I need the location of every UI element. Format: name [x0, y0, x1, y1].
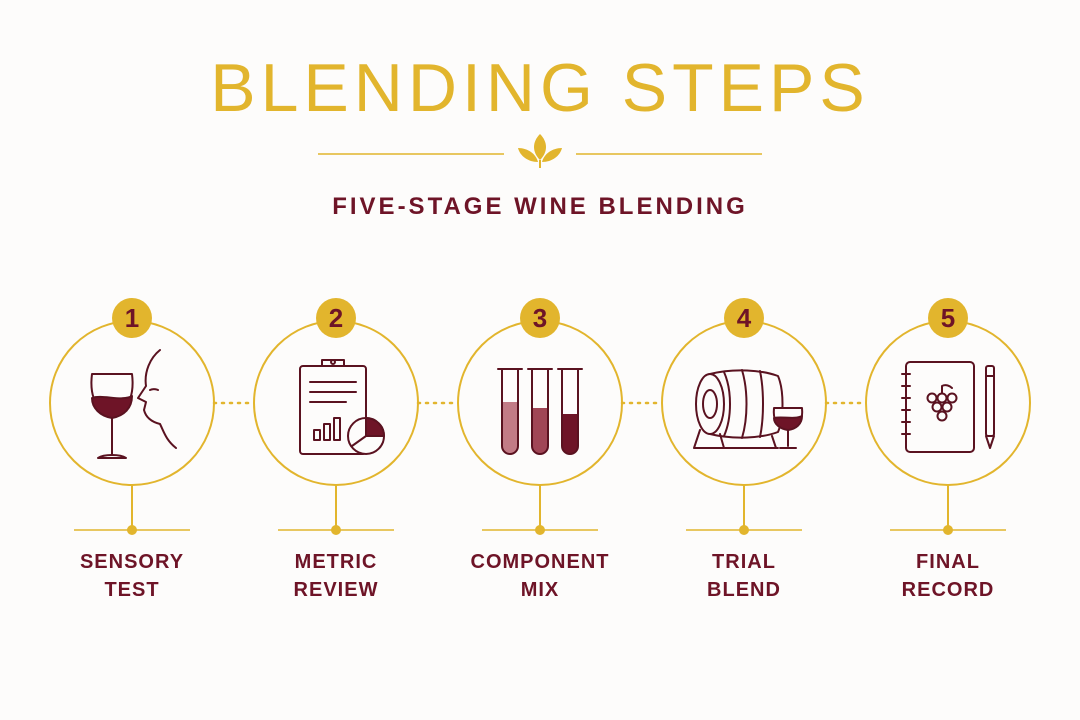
step-number: 2: [329, 303, 343, 333]
step-component-mix: 3 COMPONENT MIX: [440, 290, 640, 610]
clipboard-chart-icon: [299, 359, 385, 455]
step-trial-blend: 4 TRIAL BLEND: [644, 290, 844, 610]
step-number: 5: [941, 303, 955, 333]
notebook-grapes-icon: [901, 361, 995, 453]
dotted-connector: [620, 401, 664, 405]
step-final-record: 5 FINAL RECORD: [848, 290, 1048, 610]
step-frame: 2: [253, 298, 419, 535]
step-metric-review: 2 METRIC REVIEW: [236, 290, 436, 610]
step-label: TRIAL BLEND: [707, 551, 781, 601]
step-label: FINAL RECORD: [901, 551, 995, 601]
dotted-connector: [212, 401, 256, 405]
page-subtitle: FIVE-STAGE WINE BLENDING: [332, 193, 748, 220]
step-sensory-test: 1 SENSORY TEST: [32, 290, 232, 610]
step-frame: 4: [661, 298, 827, 535]
step-label: COMPONENT MIX: [470, 551, 610, 601]
page-title: BLENDING STEPS: [210, 50, 870, 126]
dotted-connector: [416, 401, 460, 405]
step-frame: 1: [49, 298, 215, 535]
step-label: SENSORY TEST: [79, 551, 185, 601]
leaf-ornament-icon: [518, 134, 562, 168]
step-frame: 3: [457, 298, 623, 535]
steps-row: 1 SENSORY TEST: [0, 290, 1080, 620]
title-divider: [318, 134, 762, 168]
barrel-glass-icon: [693, 369, 804, 449]
step-number: 1: [125, 303, 139, 333]
step-label: METRIC REVIEW: [293, 551, 379, 601]
step-number: 3: [533, 303, 547, 333]
test-tubes-icon: [497, 368, 583, 455]
step-frame: 5: [865, 298, 1031, 535]
step-number: 4: [737, 303, 752, 333]
dotted-connector: [824, 401, 868, 405]
wine-glass-nose-icon: [90, 349, 177, 459]
